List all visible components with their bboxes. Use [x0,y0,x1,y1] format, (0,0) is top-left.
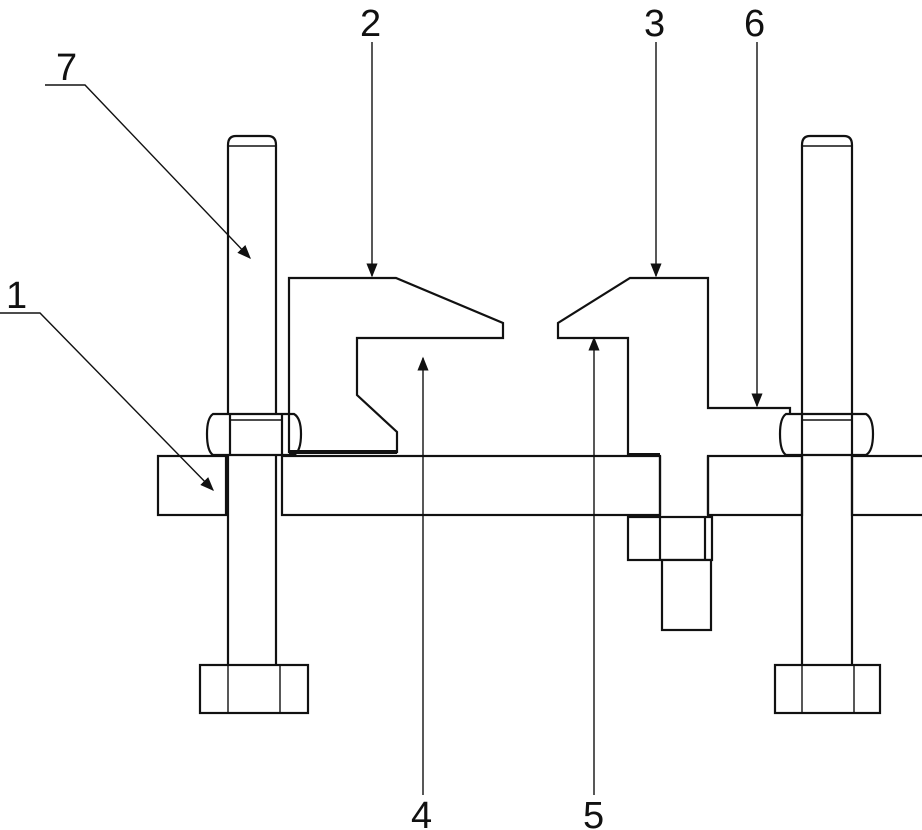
left-nut [205,412,303,457]
label-2: 2 [360,3,381,45]
right-bolt [773,134,882,715]
stem-nut [626,515,714,632]
label-6: 6 [744,3,765,45]
label-4: 4 [411,795,432,830]
leader-lines [0,42,763,795]
left-bolt [198,134,310,715]
label-3: 3 [644,3,665,45]
right-nut [778,412,875,457]
jaw-stem [658,456,710,515]
label-5: 5 [583,795,604,830]
left-jaw [287,276,505,454]
label-7: 7 [56,47,77,89]
right-jaw [556,276,792,456]
label-1: 1 [6,275,27,317]
base-plate [156,454,922,517]
